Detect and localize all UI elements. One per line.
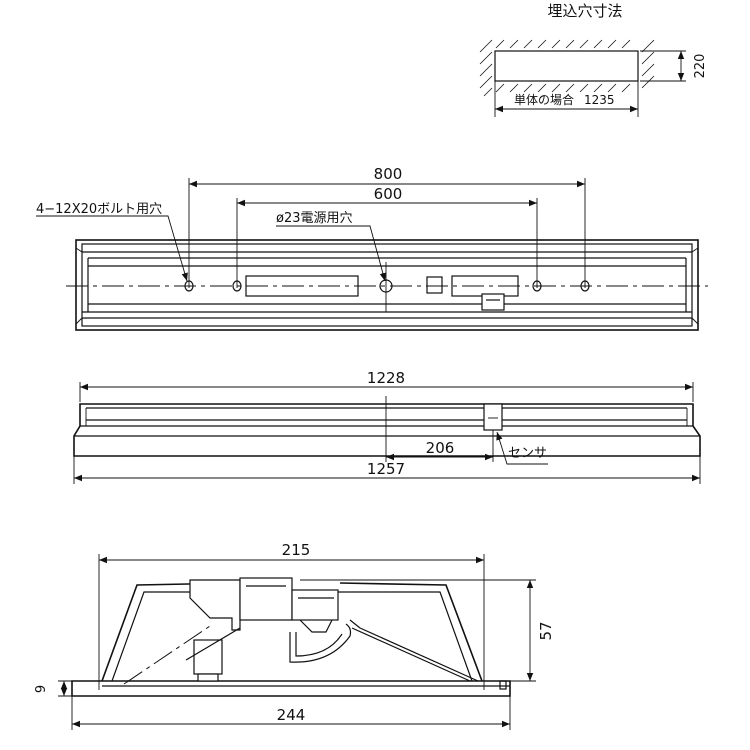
cutout-diagram: 埋込穴寸法 — [479, 2, 708, 117]
section-component-left — [189, 579, 241, 631]
bolt-hole-label: 4−12X20ボルト用穴 — [36, 202, 162, 217]
section-flange — [71, 680, 511, 697]
section-dim-9: 9 — [34, 685, 49, 693]
cutout-title: 埋込穴寸法 — [547, 2, 622, 20]
sensor-front — [483, 403, 503, 431]
cutout-hatching — [479, 39, 655, 97]
plan-dim-800: 800 — [374, 165, 403, 183]
section-dim-57: 57 — [537, 621, 555, 640]
front-view: 1228 206 センサ 1257 — [73, 369, 701, 484]
section-right-wall — [339, 582, 483, 682]
section-dim-244: 244 — [277, 706, 306, 724]
sensor-leader — [496, 431, 548, 465]
section-view: 215 57 9 — [34, 541, 555, 730]
bolt-hole-2 — [232, 280, 242, 292]
front-dim-1228: 1228 — [367, 369, 405, 387]
plan-dim-600: 600 — [374, 185, 403, 203]
bolt-hole-1 — [184, 280, 194, 292]
section-reflector-curve — [289, 623, 352, 663]
fixture-body-front — [73, 403, 701, 457]
section-terminal — [193, 639, 223, 675]
sensor-bracket-plan — [481, 293, 505, 311]
section-cut-line — [123, 625, 211, 685]
cutout-width-dim: 1235 — [584, 93, 615, 107]
section-dim-215: 215 — [282, 541, 311, 559]
cutout-width-label: 単体の場合 — [514, 92, 574, 107]
section-component-right — [291, 589, 339, 621]
cutout-height-dim: 220 — [693, 54, 708, 79]
sensor-label: センサ — [508, 446, 547, 461]
slot-left — [245, 275, 359, 297]
bolt-hole-4 — [580, 280, 590, 292]
fixture-body-plan — [75, 239, 699, 331]
front-dim-206: 206 — [426, 439, 455, 457]
square-hole — [426, 276, 443, 294]
cutout-opening — [494, 50, 639, 82]
power-hole-label: ø23電源用穴 — [276, 211, 353, 226]
power-hole-leader — [276, 225, 386, 282]
front-dim-1257: 1257 — [367, 460, 405, 478]
section-component-ballast — [239, 577, 293, 621]
plan-view: 800 600 4−12X20ボルト用穴 ø23電源用穴 — [36, 165, 708, 331]
bolt-hole-3 — [532, 280, 542, 292]
bolt-hole-leader — [36, 215, 188, 282]
